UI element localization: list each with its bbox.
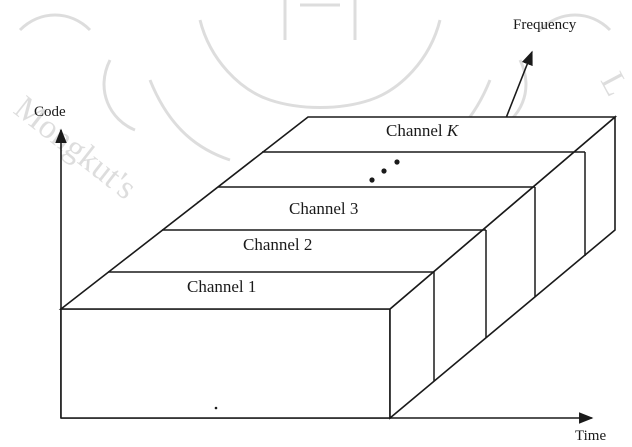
box-front-face bbox=[61, 309, 390, 418]
watermark-arc-right: L bbox=[593, 66, 632, 102]
channel-k-variable: K bbox=[447, 121, 458, 140]
watermark-arc-left: Mongkut's bbox=[7, 89, 143, 207]
channel-3-label: Channel 3 bbox=[289, 199, 358, 219]
ellipsis-dot-2 bbox=[381, 168, 386, 173]
frequency-axis-label: Frequency bbox=[513, 17, 576, 34]
time-axis-label: Time bbox=[575, 428, 606, 445]
channel-k-label: Channel K bbox=[386, 121, 458, 141]
ellipsis-dot-1 bbox=[369, 177, 374, 182]
channel-1-label: Channel 1 bbox=[187, 277, 256, 297]
code-axis-label: Code bbox=[34, 104, 66, 121]
ellipsis-dot-3 bbox=[394, 159, 399, 164]
channel-2-label: Channel 2 bbox=[243, 235, 312, 255]
speck bbox=[215, 407, 218, 410]
channel-k-prefix: Channel bbox=[386, 121, 447, 140]
